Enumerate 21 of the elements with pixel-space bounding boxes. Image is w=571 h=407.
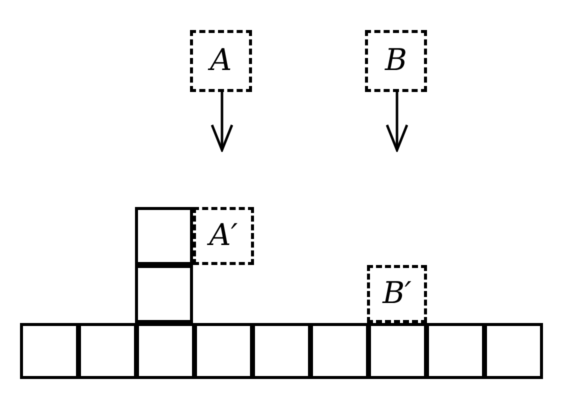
block-square bbox=[368, 323, 427, 379]
block-letter: A′ bbox=[209, 221, 238, 251]
block-square bbox=[78, 323, 137, 379]
dashed-block bbox=[365, 30, 427, 92]
dashed-block bbox=[190, 30, 252, 92]
block-letter: B bbox=[384, 46, 408, 76]
block-square bbox=[194, 323, 253, 379]
block-square bbox=[426, 323, 485, 379]
arrow bbox=[386, 92, 408, 152]
block-square bbox=[310, 323, 369, 379]
dashed-block bbox=[367, 265, 427, 323]
block-square bbox=[135, 207, 193, 265]
block-square bbox=[135, 265, 193, 323]
block-square bbox=[252, 323, 311, 379]
block-square bbox=[20, 323, 79, 379]
dashed-block bbox=[193, 207, 254, 265]
block-square bbox=[484, 323, 543, 379]
block-letter: A bbox=[210, 46, 232, 76]
arrow bbox=[210, 92, 234, 152]
block-letter: B′ bbox=[382, 279, 412, 309]
block-square bbox=[136, 323, 195, 379]
